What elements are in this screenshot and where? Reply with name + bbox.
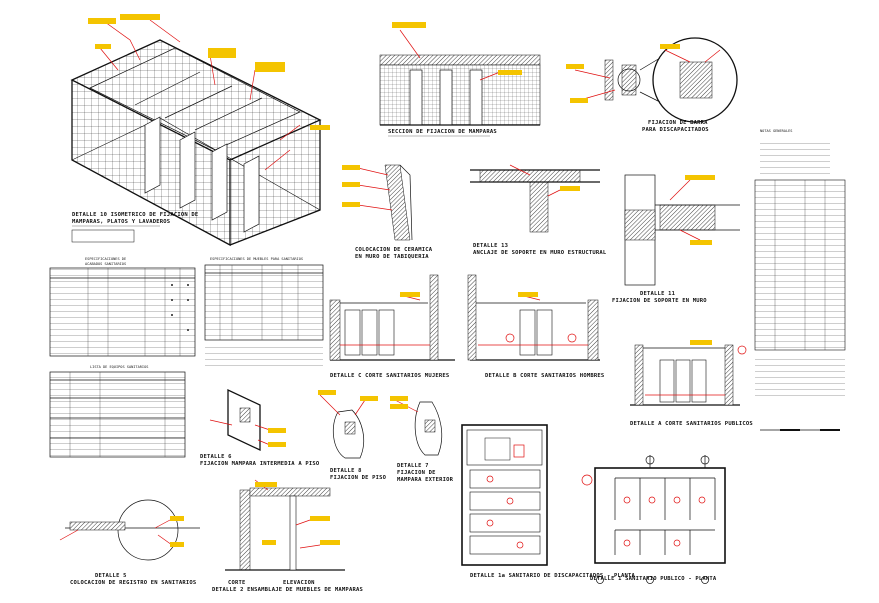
detalle8-title: DETALLE 8 bbox=[330, 468, 362, 474]
detail-13-anclaje: DETALLE 13 ANCLAJE DE SOPORTE EN MURO ES… bbox=[470, 164, 607, 256]
detalle13-title: DETALLE 13 bbox=[473, 243, 508, 249]
acabados-title: ESPECIFICACIONES DE bbox=[85, 257, 126, 261]
detalle6-subtitle: FIJACION MAMPARA INTERMEDIA A PISO bbox=[200, 461, 320, 467]
equipos-title: LISTA DE EQUIPOS SANITARIOS bbox=[90, 365, 148, 369]
detail-fijacion-barra: FIJACION DE BARRA PARA DISCAPACITADOS bbox=[566, 37, 738, 133]
detail-5: DETALLE 5 COLOCACION DE REGISTRO EN SANI… bbox=[59, 499, 200, 586]
detail-corte-c: DETALLE C CORTE SANITARIOS MUJERES bbox=[329, 274, 455, 379]
table-acabados: ESPECIFICACIONES DE ACABADOS SANITARIOS bbox=[49, 257, 196, 357]
detalle13-subtitle: ANCLAJE DE SOPORTE EN MURO ESTRUCTURAL bbox=[473, 250, 607, 256]
detail-corte-a: DETALLE A CORTE SANITARIOS PUBLICOS bbox=[630, 340, 753, 427]
isometric-detail-10: DETALLE 10 ISOMETRICO DE FIJACION DE MAM… bbox=[70, 14, 330, 247]
muebles-title: ESPECIFICACIONES DE MUEBLES PARA SANITAR… bbox=[210, 257, 303, 261]
barra-title: FIJACION DE BARRA bbox=[648, 120, 708, 126]
detail-11-fijacion-soporte: DETALLE 11 FIJACION DE SOPORTE EN MURO bbox=[612, 174, 740, 304]
detail-6: DETALLE 6 FIJACION MAMPARA INTERMEDIA A … bbox=[200, 388, 320, 467]
detalle11-title: DETALLE 11 bbox=[640, 291, 676, 297]
isometric-title: DETALLE 10 ISOMETRICO DE FIJACION DE bbox=[72, 212, 198, 218]
detail-8: DETALLE 8 FIJACION DE PISO bbox=[318, 390, 387, 481]
detalle5-subtitle: COLOCACION DE REGISTRO EN SANITARIOS bbox=[70, 580, 196, 586]
table-equipos: LISTA DE EQUIPOS SANITARIOS bbox=[49, 365, 186, 458]
isometric-note-box bbox=[71, 229, 135, 243]
corte-a-title: DETALLE A CORTE SANITARIOS PUBLICOS bbox=[630, 421, 753, 427]
detail-1-planta: DETALLE 1 SANITARIO PUBLICO - PLANTA bbox=[581, 455, 726, 584]
section-fijacion-title: SECCION DE FIJACION DE MAMPARAS bbox=[388, 129, 497, 135]
detalle1a-title: DETALLE 1a SANITARIO DE DISCAPACITADOS -… bbox=[470, 573, 636, 579]
corte-c-title: DETALLE C CORTE SANITARIOS MUJERES bbox=[330, 373, 449, 379]
detalle7-subtitle2: MAMPARA EXTERIOR bbox=[397, 477, 454, 483]
detalle7-subtitle: FIJACION DE bbox=[397, 470, 436, 476]
detail-colocacion-ceramica: COLOCACION DE CERAMICA EN MURO DE TABIQU… bbox=[342, 164, 433, 260]
detalle5-title: DETALLE 5 bbox=[95, 573, 127, 579]
table-muebles: ESPECIFICACIONES DE MUEBLES PARA SANITAR… bbox=[204, 257, 324, 367]
detail-2: CORTE ELEVACION DETALLE 2 ENSAMBLAJE DE … bbox=[212, 479, 363, 593]
ceramica-subtitle: EN MURO DE TABIQUERIA bbox=[355, 254, 429, 260]
detalle8-subtitle: FIJACION DE PISO bbox=[330, 475, 387, 481]
detail-1a-planta: DETALLE 1a SANITARIO DE DISCAPACITADOS -… bbox=[461, 424, 636, 579]
section-fijacion-mamparas: SECCION DE FIJACION DE MAMPARAS bbox=[379, 22, 541, 137]
barra-subtitle: PARA DISCAPACITADOS bbox=[642, 127, 709, 133]
detalle2-title: DETALLE 2 ENSAMBLAJE DE MUEBLES DE MAMPA… bbox=[212, 587, 363, 593]
elevacion-label: ELEVACION bbox=[283, 580, 315, 586]
notes-and-table-right: NOTAS GENERALES bbox=[754, 129, 846, 431]
detalle7-title: DETALLE 7 bbox=[397, 463, 429, 469]
detalle11-subtitle: FIJACION DE SOPORTE EN MURO bbox=[612, 298, 707, 304]
ceramica-title: COLOCACION DE CERAMICA bbox=[355, 247, 433, 253]
detalle1-title: DETALLE 1 SANITARIO PUBLICO - PLANTA bbox=[590, 576, 717, 582]
detalle2-corte-label: CORTE bbox=[228, 580, 246, 586]
isometric-subtitle: MAMPARAS, PLATOS Y LAVADEROS bbox=[72, 219, 170, 225]
detail-7: DETALLE 7 FIJACION DE MAMPARA EXTERIOR bbox=[390, 396, 454, 483]
notas-title: NOTAS GENERALES bbox=[760, 129, 792, 133]
detalle6-title: DETALLE 6 bbox=[200, 454, 232, 460]
acabados-subtitle: ACABADOS SANITARIOS bbox=[85, 262, 126, 266]
corte-b-title: DETALLE B CORTE SANITARIOS HOMBRES bbox=[485, 373, 604, 379]
detail-corte-b: DETALLE B CORTE SANITARIOS HOMBRES bbox=[467, 274, 604, 379]
